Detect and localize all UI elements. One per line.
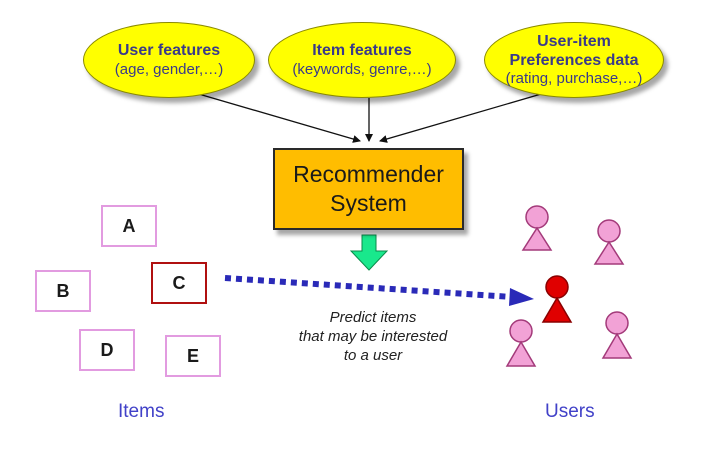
active-user-icon xyxy=(541,275,573,323)
system-label-line-1: Recommender xyxy=(293,161,444,188)
item-box: A xyxy=(101,205,157,247)
user-features-detail: (age, gender,…) xyxy=(114,60,224,78)
selected-item-box: C xyxy=(151,262,207,304)
preferences-data-title: User-item xyxy=(537,32,611,50)
arrow-preferences-to-system xyxy=(379,91,549,143)
user-icon xyxy=(505,319,537,367)
item-box: B xyxy=(35,270,91,312)
user-features-title: User features xyxy=(117,42,221,60)
item-features-title: Item features xyxy=(312,42,412,60)
item-features-ellipse: Item features (keywords, genre,…) xyxy=(268,22,456,98)
caption-line-1: Predict items xyxy=(329,309,417,326)
recommender-system-box: Recommender System xyxy=(273,148,464,230)
user-features-ellipse: User features (age, gender,…) xyxy=(83,22,255,98)
item-box: E xyxy=(165,335,221,377)
user-icon xyxy=(593,219,625,265)
items-label: Items xyxy=(118,401,165,422)
arrow-user-features-to-system xyxy=(184,89,361,143)
dotted-arrow-line xyxy=(224,275,513,300)
item-features-detail: (keywords, genre,…) xyxy=(292,60,432,78)
caption-line-2: that may be interested xyxy=(298,327,448,345)
users-label: Users xyxy=(545,401,595,422)
preferences-data-ellipse: User-item Preferences data (rating, purc… xyxy=(484,22,664,98)
caption-line-3: to a user xyxy=(343,346,403,364)
user-icon xyxy=(521,205,553,251)
dotted-arrow-head-icon xyxy=(509,288,534,306)
user-icon xyxy=(601,311,633,359)
down-arrow-icon xyxy=(349,234,389,271)
item-box: D xyxy=(79,329,135,371)
preferences-data-title-2: Preferences data xyxy=(509,52,639,69)
preferences-data-detail: (rating, purchase,…) xyxy=(505,70,643,88)
prediction-caption: Predict items that may be interested to … xyxy=(268,309,478,365)
system-label-line-2: System xyxy=(330,190,407,216)
